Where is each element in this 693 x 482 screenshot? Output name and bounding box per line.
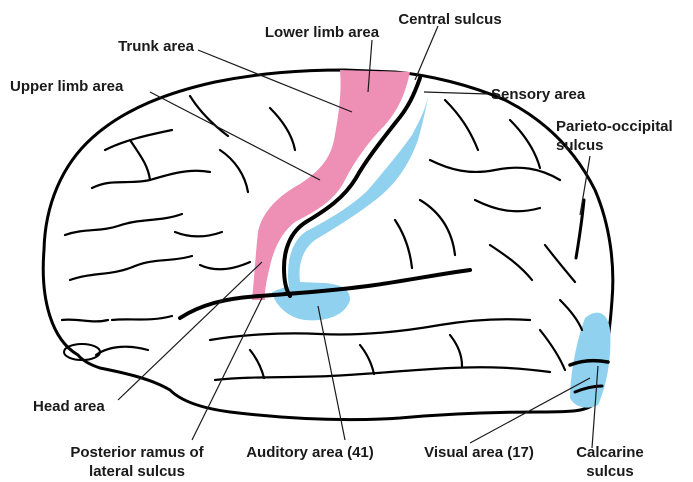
leader-central-sulcus — [415, 26, 438, 80]
label-head-area: Head area — [33, 398, 133, 416]
label-parieto-occipital: Parieto-occipital — [556, 118, 690, 136]
label-auditory-area: Auditory area (41) — [228, 444, 392, 462]
label-visual-area: Visual area (17) — [404, 444, 554, 462]
label-sensory-area: Sensory area — [491, 86, 611, 104]
label-posterior-ramus: Posterior ramus of — [42, 444, 232, 462]
label-calcarine: Calcarine — [560, 444, 660, 462]
label-lateral-sulcus: lateral sulcus — [42, 463, 232, 481]
label-central-sulcus: Central sulcus — [388, 11, 512, 29]
label-trunk-area: Trunk area — [108, 38, 204, 56]
label-upper-limb-area: Upper limb area — [10, 78, 170, 96]
label-parieto-occipital-sulcus: sulcus — [556, 137, 636, 155]
label-calcarine-sulcus: sulcus — [560, 463, 660, 481]
brain-outline — [43, 70, 613, 420]
label-lower-limb-area: Lower limb area — [252, 24, 392, 42]
